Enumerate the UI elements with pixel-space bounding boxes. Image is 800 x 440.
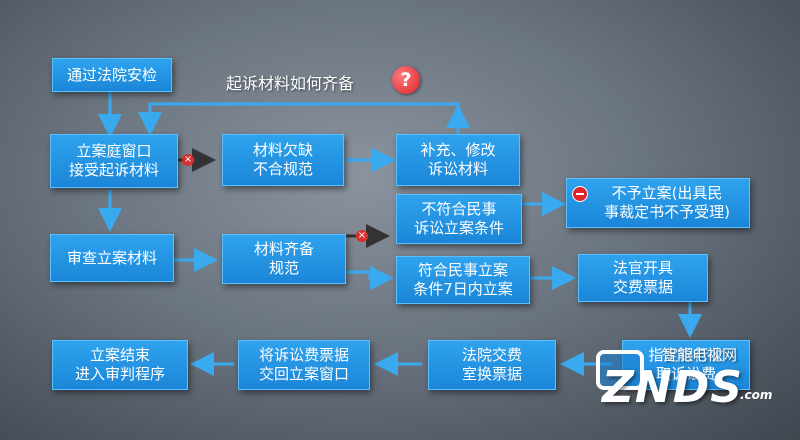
tv-icon [596, 350, 644, 390]
node-court-exchange: 法院交费 室换票据 [428, 340, 556, 390]
flowchart-title: 起诉材料如何齐备 [226, 74, 355, 93]
node-supplement: 补充、修改 诉讼材料 [396, 134, 520, 186]
node-window-receive: 立案庭窗口 接受起诉材料 [50, 134, 178, 188]
arrow-complete-to-meet [346, 266, 394, 290]
watermark-brand: ZNDS [602, 362, 743, 413]
node-end: 立案结束 进入审判程序 [52, 340, 188, 390]
watermark: 智能电视网 ZNDS .com [596, 340, 796, 420]
question-icon: ? [392, 66, 420, 94]
node-missing-materials: 材料欠缺 不合规范 [222, 134, 344, 186]
node-security-check: 通过法院安检 [52, 58, 172, 92]
reject-mark-icon: × [182, 154, 194, 166]
node-complete: 材料齐备 规范 [222, 234, 346, 284]
watermark-small-text: 智能电视网 [662, 346, 738, 364]
node-not-meet-conditions: 不符合民事 诉讼立案条件 [396, 194, 522, 244]
arrow-supplement-loop [138, 102, 460, 136]
node-judge-fee: 法官开具 交费票据 [578, 254, 708, 302]
node-review: 审查立案材料 [50, 234, 174, 282]
node-return-receipt: 将诉讼费票据 交回立案窗口 [238, 340, 370, 390]
node-meet-conditions: 符合民事立案 条件7日内立案 [396, 256, 530, 304]
reject-mark-icon: × [356, 230, 368, 242]
node-no-filing: 不予立案(出具民 事裁定书不予受理) [566, 178, 750, 228]
reject-icon [572, 186, 588, 202]
watermark-domain: .com [740, 388, 773, 402]
